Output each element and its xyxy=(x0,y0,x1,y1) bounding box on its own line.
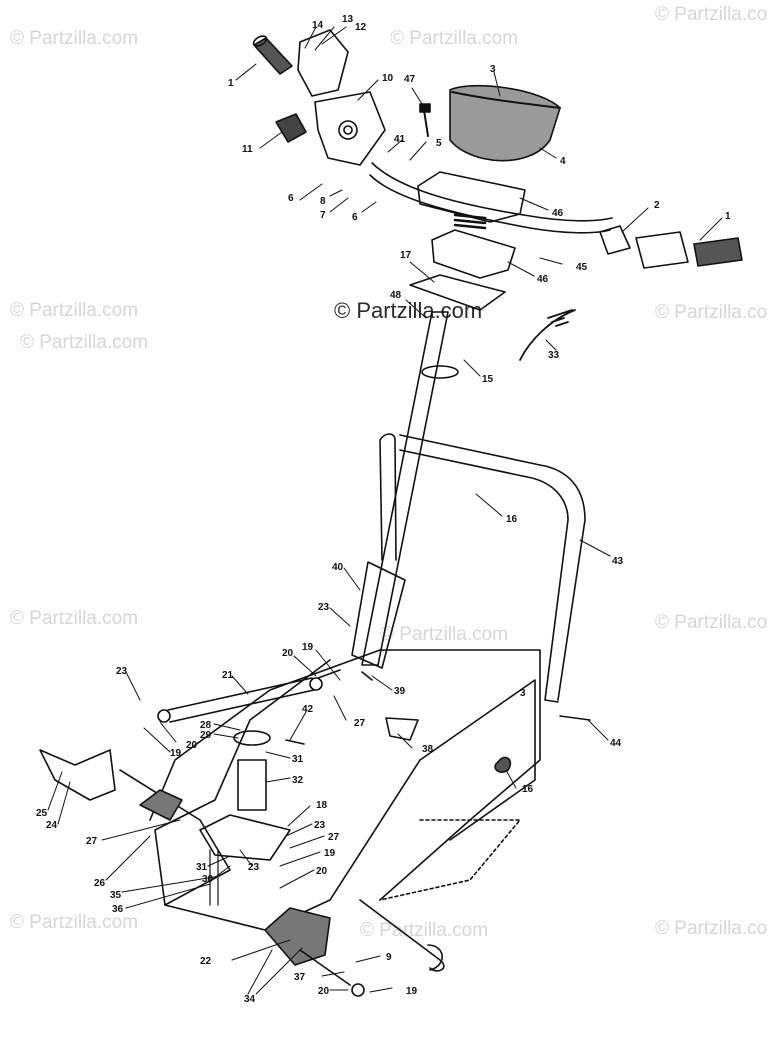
watermark: © Partzilla.com xyxy=(390,28,519,49)
handlebar-assembly xyxy=(252,29,743,361)
callout-29: 29 xyxy=(200,730,212,741)
callout-43: 43 xyxy=(612,556,624,567)
watermark: © Partzilla.com xyxy=(10,912,139,933)
callout-42: 42 xyxy=(302,704,314,715)
callout-14: 14 xyxy=(312,20,324,31)
callout-38: 38 xyxy=(422,744,434,755)
callout-36: 36 xyxy=(112,904,124,915)
callout-23b: 23 xyxy=(116,666,128,677)
callout-3b: 3 xyxy=(520,688,526,699)
lower-clamp xyxy=(431,229,516,279)
callout-16: 16 xyxy=(506,514,518,525)
steering-post xyxy=(351,311,459,669)
callout-7: 7 xyxy=(320,210,326,221)
watermark: © Partzilla.com xyxy=(10,28,139,49)
callout-23d: 23 xyxy=(248,862,260,873)
callout-20: 20 xyxy=(282,648,294,659)
callout-35: 35 xyxy=(110,890,122,901)
handlebar-pad xyxy=(449,84,561,162)
callout-48: 48 xyxy=(390,290,402,301)
callout-23: 23 xyxy=(318,602,330,613)
callout-27c: 27 xyxy=(328,832,340,843)
callout-1: 1 xyxy=(228,78,234,89)
watermark: © Partzilla.com xyxy=(655,4,768,25)
left-control-housing xyxy=(297,29,386,166)
callout-23c: 23 xyxy=(314,820,326,831)
callout-9: 9 xyxy=(386,952,392,963)
watermark: © Partzilla.com xyxy=(380,624,509,645)
callout-26: 26 xyxy=(94,878,106,889)
bulkhead-frame xyxy=(149,649,541,972)
center-pivot xyxy=(139,730,291,906)
callout-10: 10 xyxy=(382,73,394,84)
right-grip xyxy=(693,237,743,267)
callout-17: 17 xyxy=(400,250,412,261)
callout-21: 21 xyxy=(222,670,234,681)
callout-31b: 31 xyxy=(196,862,208,873)
watermark: © Partzilla.com xyxy=(360,920,489,941)
callout-1b: 1 xyxy=(725,211,731,222)
watermark: © Partzilla.com xyxy=(655,918,768,939)
callout-30: 30 xyxy=(202,874,214,885)
callout-46: 46 xyxy=(552,208,564,219)
steering-arm-right xyxy=(264,907,365,997)
hoop-frame xyxy=(379,433,586,703)
callout-20c: 20 xyxy=(316,866,328,877)
callout-12: 12 xyxy=(355,22,367,33)
callout-41: 41 xyxy=(394,134,406,145)
upper-clamp xyxy=(417,171,526,223)
tie-rod xyxy=(157,677,323,723)
callout-18: 18 xyxy=(316,800,328,811)
post-plate xyxy=(409,274,506,311)
callout-44: 44 xyxy=(610,738,622,749)
callout-labels: 1 14 13 12 10 47 3 11 41 5 4 6 8 7 6 46 … xyxy=(36,14,731,1005)
watermark: © Partzilla.com xyxy=(20,332,149,353)
callout-31: 31 xyxy=(292,754,304,765)
callout-6b: 6 xyxy=(352,212,358,223)
callout-20b: 20 xyxy=(186,740,198,751)
callout-22: 22 xyxy=(200,956,212,967)
callout-46b: 46 xyxy=(537,274,549,285)
callout-33: 33 xyxy=(548,350,560,361)
leader-lines xyxy=(47,26,723,995)
callout-32: 32 xyxy=(292,775,304,786)
callout-37: 37 xyxy=(294,972,306,983)
callout-27: 27 xyxy=(354,718,366,729)
callout-16b: 16 xyxy=(522,784,534,795)
callout-47: 47 xyxy=(404,74,416,85)
callout-20d: 20 xyxy=(318,986,330,997)
callout-19c: 19 xyxy=(324,848,336,859)
callout-11: 11 xyxy=(242,144,253,155)
watermark: © Partzilla.com xyxy=(10,300,139,321)
callout-4: 4 xyxy=(560,156,566,167)
callout-39: 39 xyxy=(394,686,406,697)
callout-45: 45 xyxy=(576,262,588,273)
callout-2: 2 xyxy=(654,200,660,211)
throttle-assembly xyxy=(599,225,689,269)
callout-27b: 27 xyxy=(86,836,98,847)
watermark: © Partzilla.com xyxy=(655,302,768,323)
callout-3: 3 xyxy=(490,64,496,75)
callout-28: 28 xyxy=(200,720,212,731)
callout-13: 13 xyxy=(342,14,354,25)
callout-5: 5 xyxy=(436,138,442,149)
callout-40: 40 xyxy=(332,562,344,573)
callout-15: 15 xyxy=(482,374,494,385)
callout-25: 25 xyxy=(36,808,48,819)
callout-34: 34 xyxy=(244,994,256,1005)
callout-19: 19 xyxy=(302,642,314,653)
watermark: © Partzilla.com xyxy=(10,608,139,629)
callout-24: 24 xyxy=(46,820,58,831)
callout-8: 8 xyxy=(320,196,326,207)
watermark: © Partzilla.com xyxy=(655,612,768,633)
left-grip xyxy=(252,35,293,75)
callout-6: 6 xyxy=(288,193,294,204)
callout-19b: 19 xyxy=(170,748,182,759)
kill-switch xyxy=(275,113,307,143)
callout-19d: 19 xyxy=(406,986,418,997)
cable-coil xyxy=(519,309,576,361)
